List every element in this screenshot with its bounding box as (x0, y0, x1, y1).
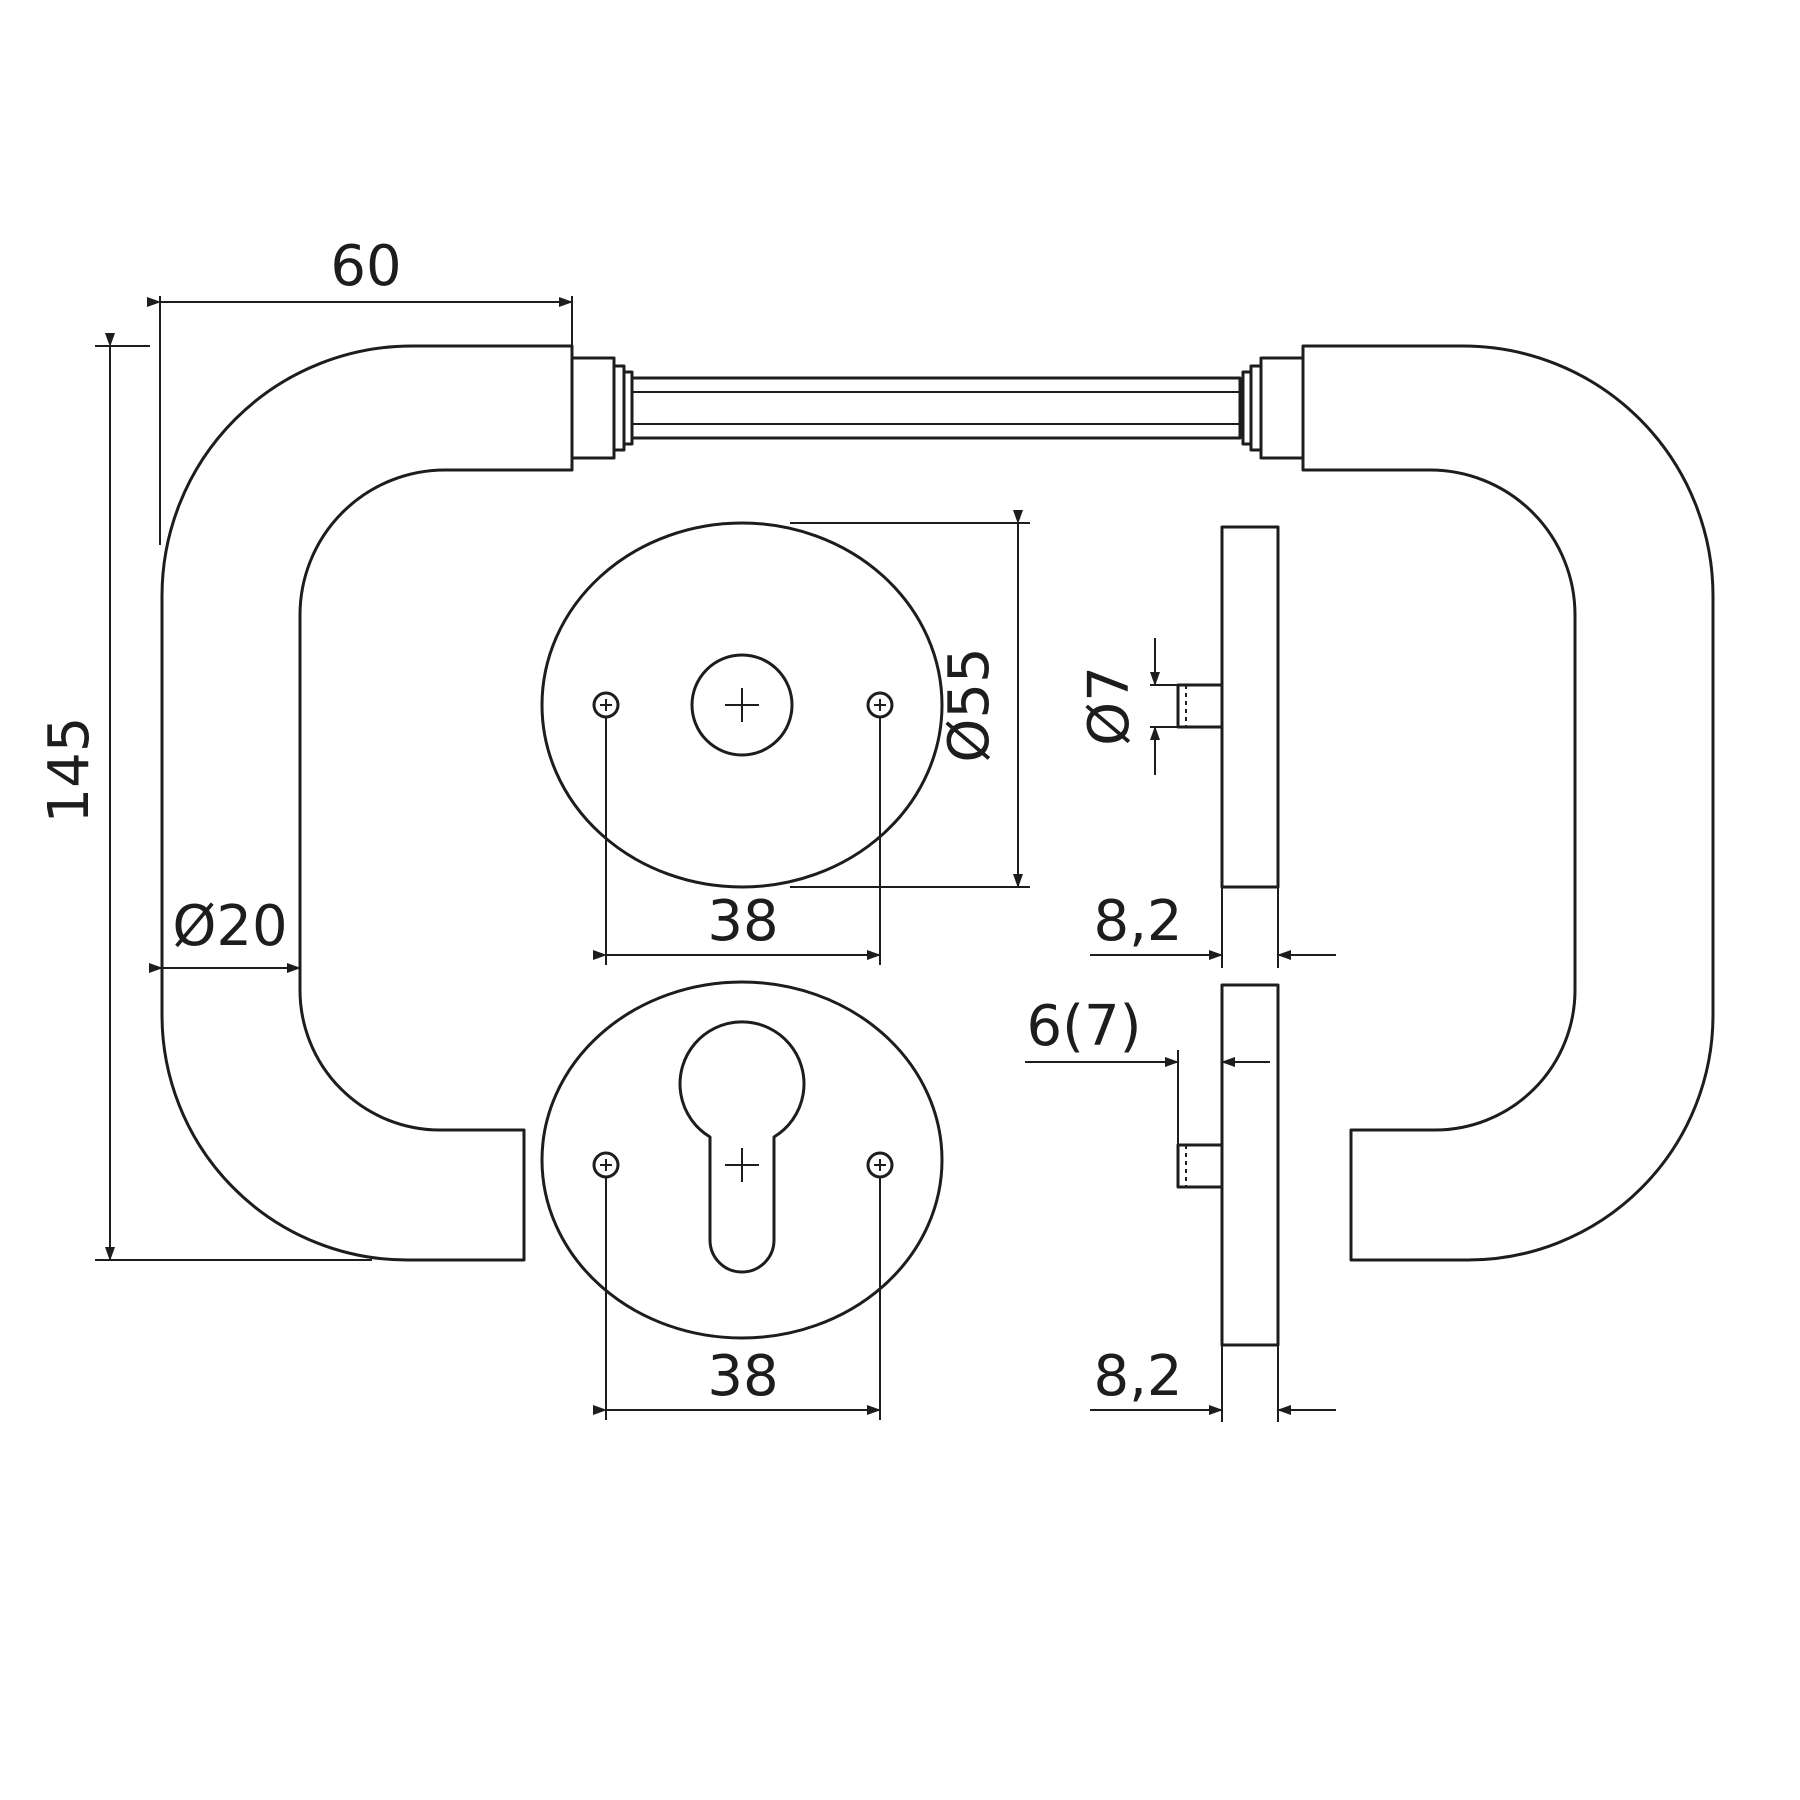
dimension-label-d7: Ø7 (1077, 666, 1142, 746)
screw-hole-right-top (866, 691, 894, 719)
left-handle (160, 344, 634, 1262)
dimension-label-38-top: 38 (707, 889, 778, 954)
dimension-label-60: 60 (330, 234, 401, 299)
dimension-label-8-2-bottom: 8,2 (1093, 1344, 1182, 1409)
bottom-rosette (540, 980, 944, 1340)
dimension-label-6-7: 6(7) (1027, 994, 1142, 1059)
dimension-label-38-bottom: 38 (707, 1344, 778, 1409)
dimension-8-2-top: 8,2 (1090, 887, 1336, 968)
dimension-38-top: 38 (593, 717, 881, 965)
dimension-8-2-bottom: 8,2 (1090, 1344, 1336, 1422)
top-side-view (1176, 525, 1280, 889)
dimension-label-8-2-top: 8,2 (1093, 889, 1182, 954)
dimension-diameter-55: Ø55 (790, 510, 1030, 888)
dimension-diameter-20: Ø20 (149, 894, 301, 973)
screw-hole-left-top (592, 691, 620, 719)
screw-hole-right-bottom (866, 1151, 894, 1179)
connecting-spindle (630, 376, 1242, 440)
dimension-label-d55: Ø55 (937, 647, 1002, 762)
top-rosette (540, 521, 944, 889)
dimension-label-d20: Ø20 (172, 894, 287, 959)
dimension-diameter-7: Ø7 (1077, 638, 1178, 775)
bottom-side-view (1176, 983, 1280, 1347)
screw-hole-left-bottom (592, 1151, 620, 1179)
dimension-60: 60 (147, 234, 573, 545)
right-handle (1241, 344, 1715, 1262)
dimension-145: 145 (37, 333, 372, 1261)
dimension-38-bottom: 38 (593, 1177, 881, 1420)
dimension-label-145: 145 (37, 717, 102, 824)
dimension-6-7: 6(7) (1025, 994, 1270, 1145)
